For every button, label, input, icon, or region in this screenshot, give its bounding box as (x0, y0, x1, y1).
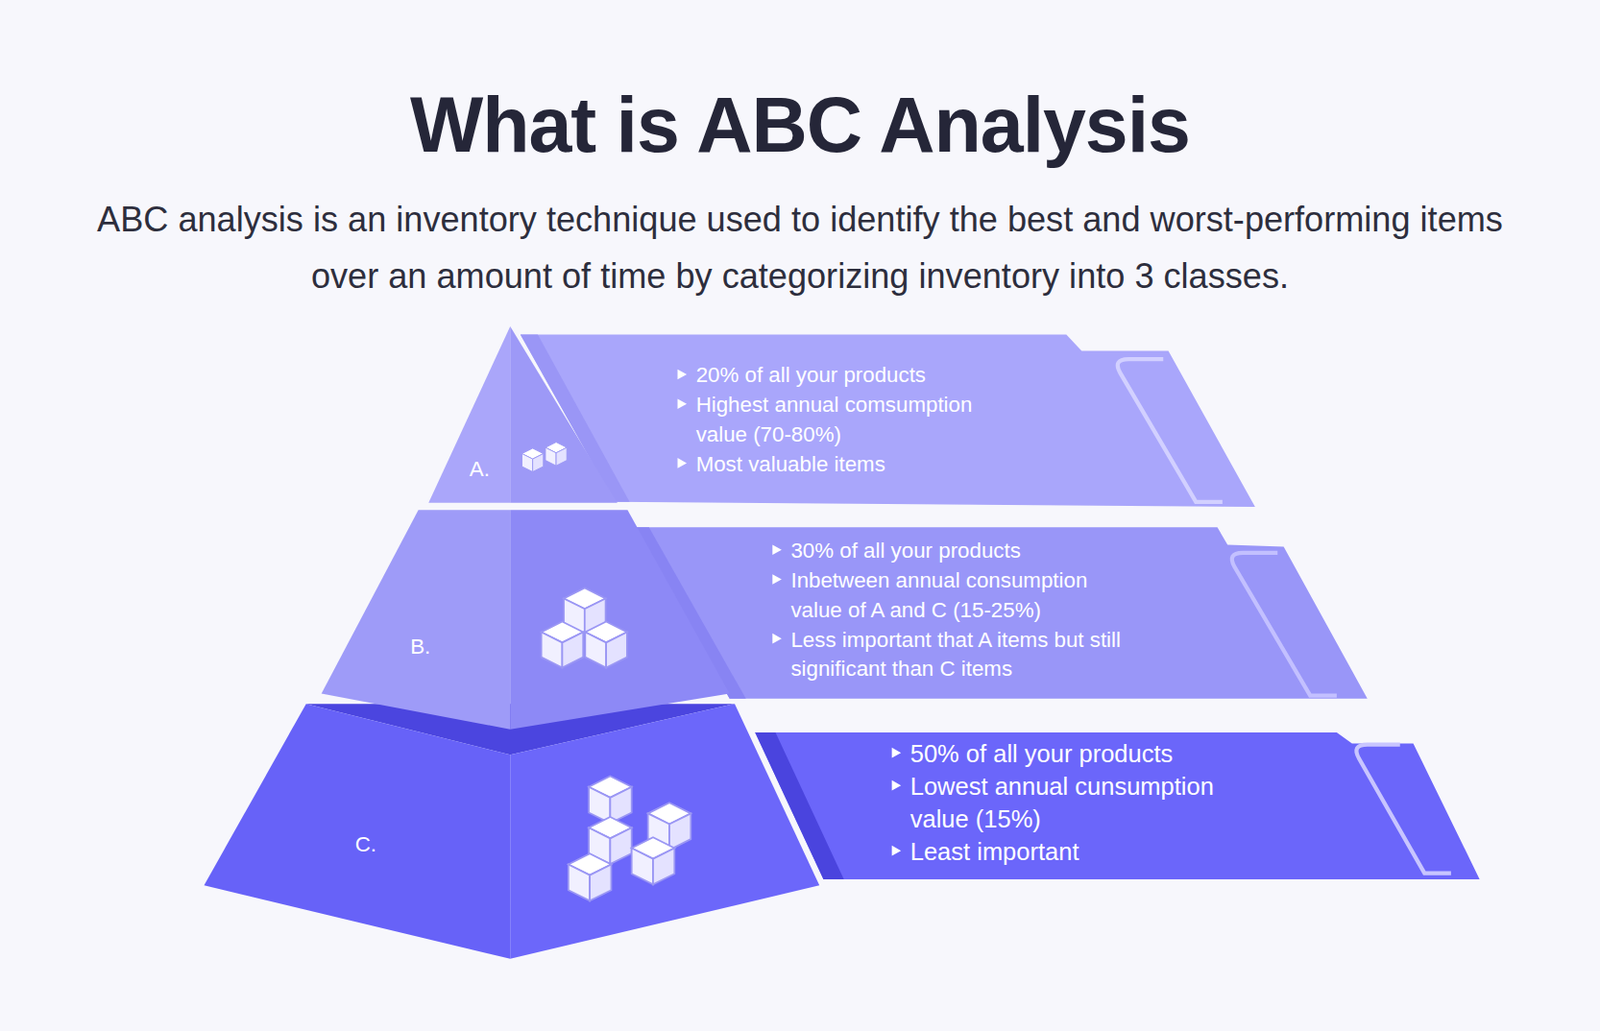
bullet-text: Highest annual comsumption value (70-80%… (675, 389, 1013, 450)
shape-face (428, 326, 510, 504)
pyramid-segment: B. (318, 508, 733, 733)
shape-face (754, 732, 1479, 880)
class-letter: A. (469, 457, 511, 483)
text-box: C. (355, 832, 397, 858)
bullet-text: Lowest annual cunsumption value (15%) (890, 770, 1237, 836)
class-panel: 50% of all your productsLowest annual cu… (750, 729, 1483, 883)
text-box: 30% of all your productsInbetween annual… (770, 535, 1134, 684)
text-box: B. (410, 634, 452, 660)
class-panel: 20% of all your productsHighest annual c… (515, 332, 1261, 510)
bullet-text: 30% of all your products (770, 535, 1134, 566)
bullet-text: Most valuable items (675, 449, 1013, 480)
class-letter: B. (410, 634, 452, 660)
shape-face (754, 732, 844, 880)
shape-outline (201, 702, 822, 965)
shape-face (632, 527, 1368, 700)
text-box: 50% of all your productsLowest annual cu… (890, 737, 1237, 869)
pyramid-segment: A. (426, 324, 621, 507)
bullet-text: Inbetween annual consumption value of A … (770, 565, 1134, 626)
bullet-text: Less important that A items but still si… (770, 624, 1134, 684)
text-box: 20% of all your productsHighest annual c… (675, 360, 1013, 479)
shape-face (520, 335, 1256, 509)
shape-outline (318, 508, 733, 733)
shape-face (321, 509, 511, 729)
class-panel: 30% of all your productsInbetween annual… (630, 524, 1371, 702)
shape-outline (515, 332, 1261, 510)
text-box: A. (469, 457, 511, 483)
pyramid-segment: C. (201, 702, 822, 965)
class-letter: C. (355, 832, 397, 858)
shape-outline (426, 324, 621, 507)
shape-face (632, 527, 747, 700)
shape-face (204, 703, 511, 960)
bullet-text: Least important (890, 835, 1237, 869)
bullet-text: 50% of all your products (890, 737, 1237, 771)
diagram-title: What is ABC Analysis (0, 79, 1600, 172)
shape-face (520, 335, 631, 503)
diagram-caption: ABC analysis is an inventory technique u… (71, 192, 1528, 305)
bullet-text: 20% of all your products (675, 360, 1013, 390)
